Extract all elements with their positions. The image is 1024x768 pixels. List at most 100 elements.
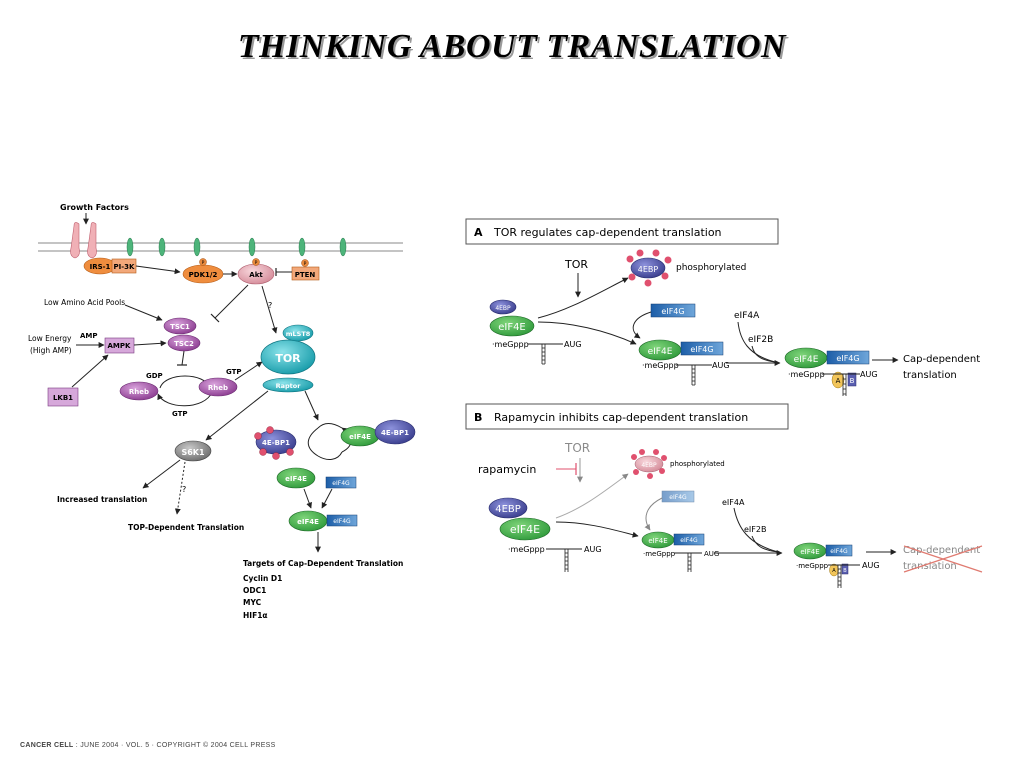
svg-text:eIF4G: eIF4G (836, 354, 859, 363)
svg-text:S6K1: S6K1 (181, 448, 205, 457)
target-item: Cyclin D1 (243, 574, 282, 583)
eif4e-eif4g-complex-mid-b: eIF4E eIF4G (641, 531, 705, 549)
4ebp-eif4e-complex-b: 4EBP eIF4E (488, 497, 551, 541)
svg-text:A: A (836, 377, 841, 385)
svg-text:eIF4E: eIF4E (510, 523, 540, 536)
receptor-icon (70, 222, 97, 259)
left-pathway-diagram: Growth Factors IRS-1 PI-3K (28, 203, 416, 620)
tor-label-b: TOR (564, 441, 590, 455)
ampk-node: AMPK (104, 337, 135, 354)
eif4e-free-node: eIF4E (276, 467, 316, 489)
eif4e-eif4g-complex-mid: eIF4E eIF4G (638, 339, 724, 361)
increased-translation-label: Increased translation (57, 495, 147, 504)
footer-citation: CANCER CELL : JUNE 2004 · VOL. 5 · COPYR… (20, 742, 276, 749)
svg-text:eIF4E: eIF4E (648, 537, 667, 545)
svg-text:4E-BP1: 4E-BP1 (262, 439, 290, 447)
svg-text:eIF4G: eIF4G (669, 494, 687, 501)
panel-b-title: Rapamycin inhibits cap-dependent transla… (494, 411, 748, 424)
svg-text:·meGppp: ·meGppp (508, 545, 545, 554)
svg-text:P: P (304, 261, 307, 267)
mrna-stemloop (541, 344, 546, 365)
4ebp-phospho-node-b: 4EBP (631, 449, 667, 479)
4ebp-eif4e-complex: 4EBP eIF4E (489, 299, 535, 337)
svg-text:4EBP: 4EBP (641, 462, 657, 469)
4ebp-phospho-node: 4EBP (626, 249, 672, 287)
svg-text:4EBP: 4EBP (495, 504, 521, 515)
initiation-complex-final: eIF4E eIF4G A B (784, 347, 870, 389)
panel-a: A TOR regulates cap-dependent translatio… (465, 218, 980, 396)
s6k1-node: S6K1 (174, 440, 212, 462)
svg-text:eIF4G: eIF4G (661, 307, 684, 316)
svg-text:AUG: AUG (860, 370, 878, 379)
svg-text:eIF4E: eIF4E (648, 347, 673, 357)
svg-text:·meGppp: ·meGppp (796, 562, 829, 570)
svg-text:mLST8: mLST8 (286, 330, 311, 338)
svg-text:AMPK: AMPK (108, 342, 132, 350)
tor-label: TOR (564, 258, 588, 271)
tor-complex: TOR mLST8 Raptor (260, 324, 316, 393)
svg-text:TOR: TOR (275, 352, 301, 365)
phospho-dots (254, 426, 294, 460)
eif4e-eif4g-complex: eIF4E eIF4G (288, 510, 358, 532)
target-item: ODC1 (243, 586, 266, 595)
svg-text:eIF4G: eIF4G (332, 480, 350, 487)
translation-result: translation (903, 370, 957, 381)
svg-text:·meGppp: ·meGppp (492, 340, 529, 349)
rheb-gdp-node: Rheb (119, 381, 159, 401)
tsc2-node: TSC2 (167, 334, 201, 352)
eif4g-node-b: eIF4G (661, 490, 695, 503)
eif4a-label: eIF4A (734, 311, 760, 321)
target-item: MYC (243, 598, 262, 607)
svg-text:eIF4E: eIF4E (349, 433, 371, 441)
eif4g-free-node: eIF4G (325, 476, 357, 489)
svg-text:eIF4G: eIF4G (830, 548, 848, 555)
svg-text:P: P (255, 260, 258, 266)
gtp-label-bottom: GTP (172, 410, 188, 418)
top-dependent-label: TOP-Dependent Translation (128, 523, 244, 532)
svg-text:Akt: Akt (249, 271, 263, 279)
panel-b: B Rapamycin inhibits cap-dependent trans… (465, 403, 983, 588)
svg-text:?: ? (268, 301, 272, 310)
initiation-complex-final-b: eIF4E eIF4G A B (793, 542, 853, 577)
low-amino-acid-label: Low Amino Acid Pools (44, 298, 125, 307)
svg-text:eIF4E: eIF4E (297, 518, 319, 526)
tsc1-node: TSC1 (163, 317, 197, 335)
svg-text:·meGppp: ·meGppp (643, 550, 676, 558)
cap-dependent-result-b: Cap-dependent (903, 545, 980, 556)
svg-text:Rheb: Rheb (129, 388, 149, 396)
akt-node: P Akt (237, 258, 275, 285)
low-energy-label: Low Energy (28, 334, 72, 343)
targets-title: Targets of Cap-Dependent Translation (243, 559, 403, 568)
pten-node: P PTEN (291, 259, 320, 281)
translation-result-b: translation (903, 561, 957, 572)
target-item: HIF1α (243, 611, 268, 620)
svg-text:TSC2: TSC2 (174, 340, 194, 348)
svg-text:AUG: AUG (584, 545, 602, 554)
svg-text:PTEN: PTEN (295, 271, 316, 279)
svg-text:·meGppp: ·meGppp (642, 361, 679, 370)
svg-text:B: B (843, 568, 847, 574)
slide-title: THINKING ABOUT TRANSLATION (237, 28, 787, 65)
cross-out-mark (903, 545, 983, 573)
pi3k-node: PI-3K (111, 258, 137, 274)
svg-text:PDK1/2: PDK1/2 (189, 271, 218, 279)
eif2b-label: eIF2B (748, 335, 773, 345)
phosphorylated-label: phosphorylated (676, 263, 746, 273)
eif2b-label-b: eIF2B (744, 525, 766, 534)
svg-text:A: A (832, 568, 836, 574)
svg-text:eIF4G: eIF4G (690, 345, 713, 354)
lkb1-node: LKB1 (47, 387, 79, 407)
gtp-label-top: GTP (226, 368, 242, 376)
rheb-gtp-node: Rheb (198, 377, 238, 397)
svg-text:AUG: AUG (704, 550, 719, 558)
svg-text:PI-3K: PI-3K (114, 263, 136, 271)
svg-text:P: P (202, 260, 205, 266)
svg-text:eIF4E: eIF4E (285, 475, 307, 483)
svg-text:4EBP: 4EBP (638, 265, 659, 274)
svg-text:eIF4E: eIF4E (498, 322, 526, 333)
svg-text:eIF4G: eIF4G (680, 537, 698, 544)
svg-text:?: ? (182, 485, 186, 494)
membrane-lipid-icons (126, 237, 347, 257)
svg-text:eIF4E: eIF4E (794, 355, 819, 365)
svg-text:LKB1: LKB1 (53, 394, 73, 402)
